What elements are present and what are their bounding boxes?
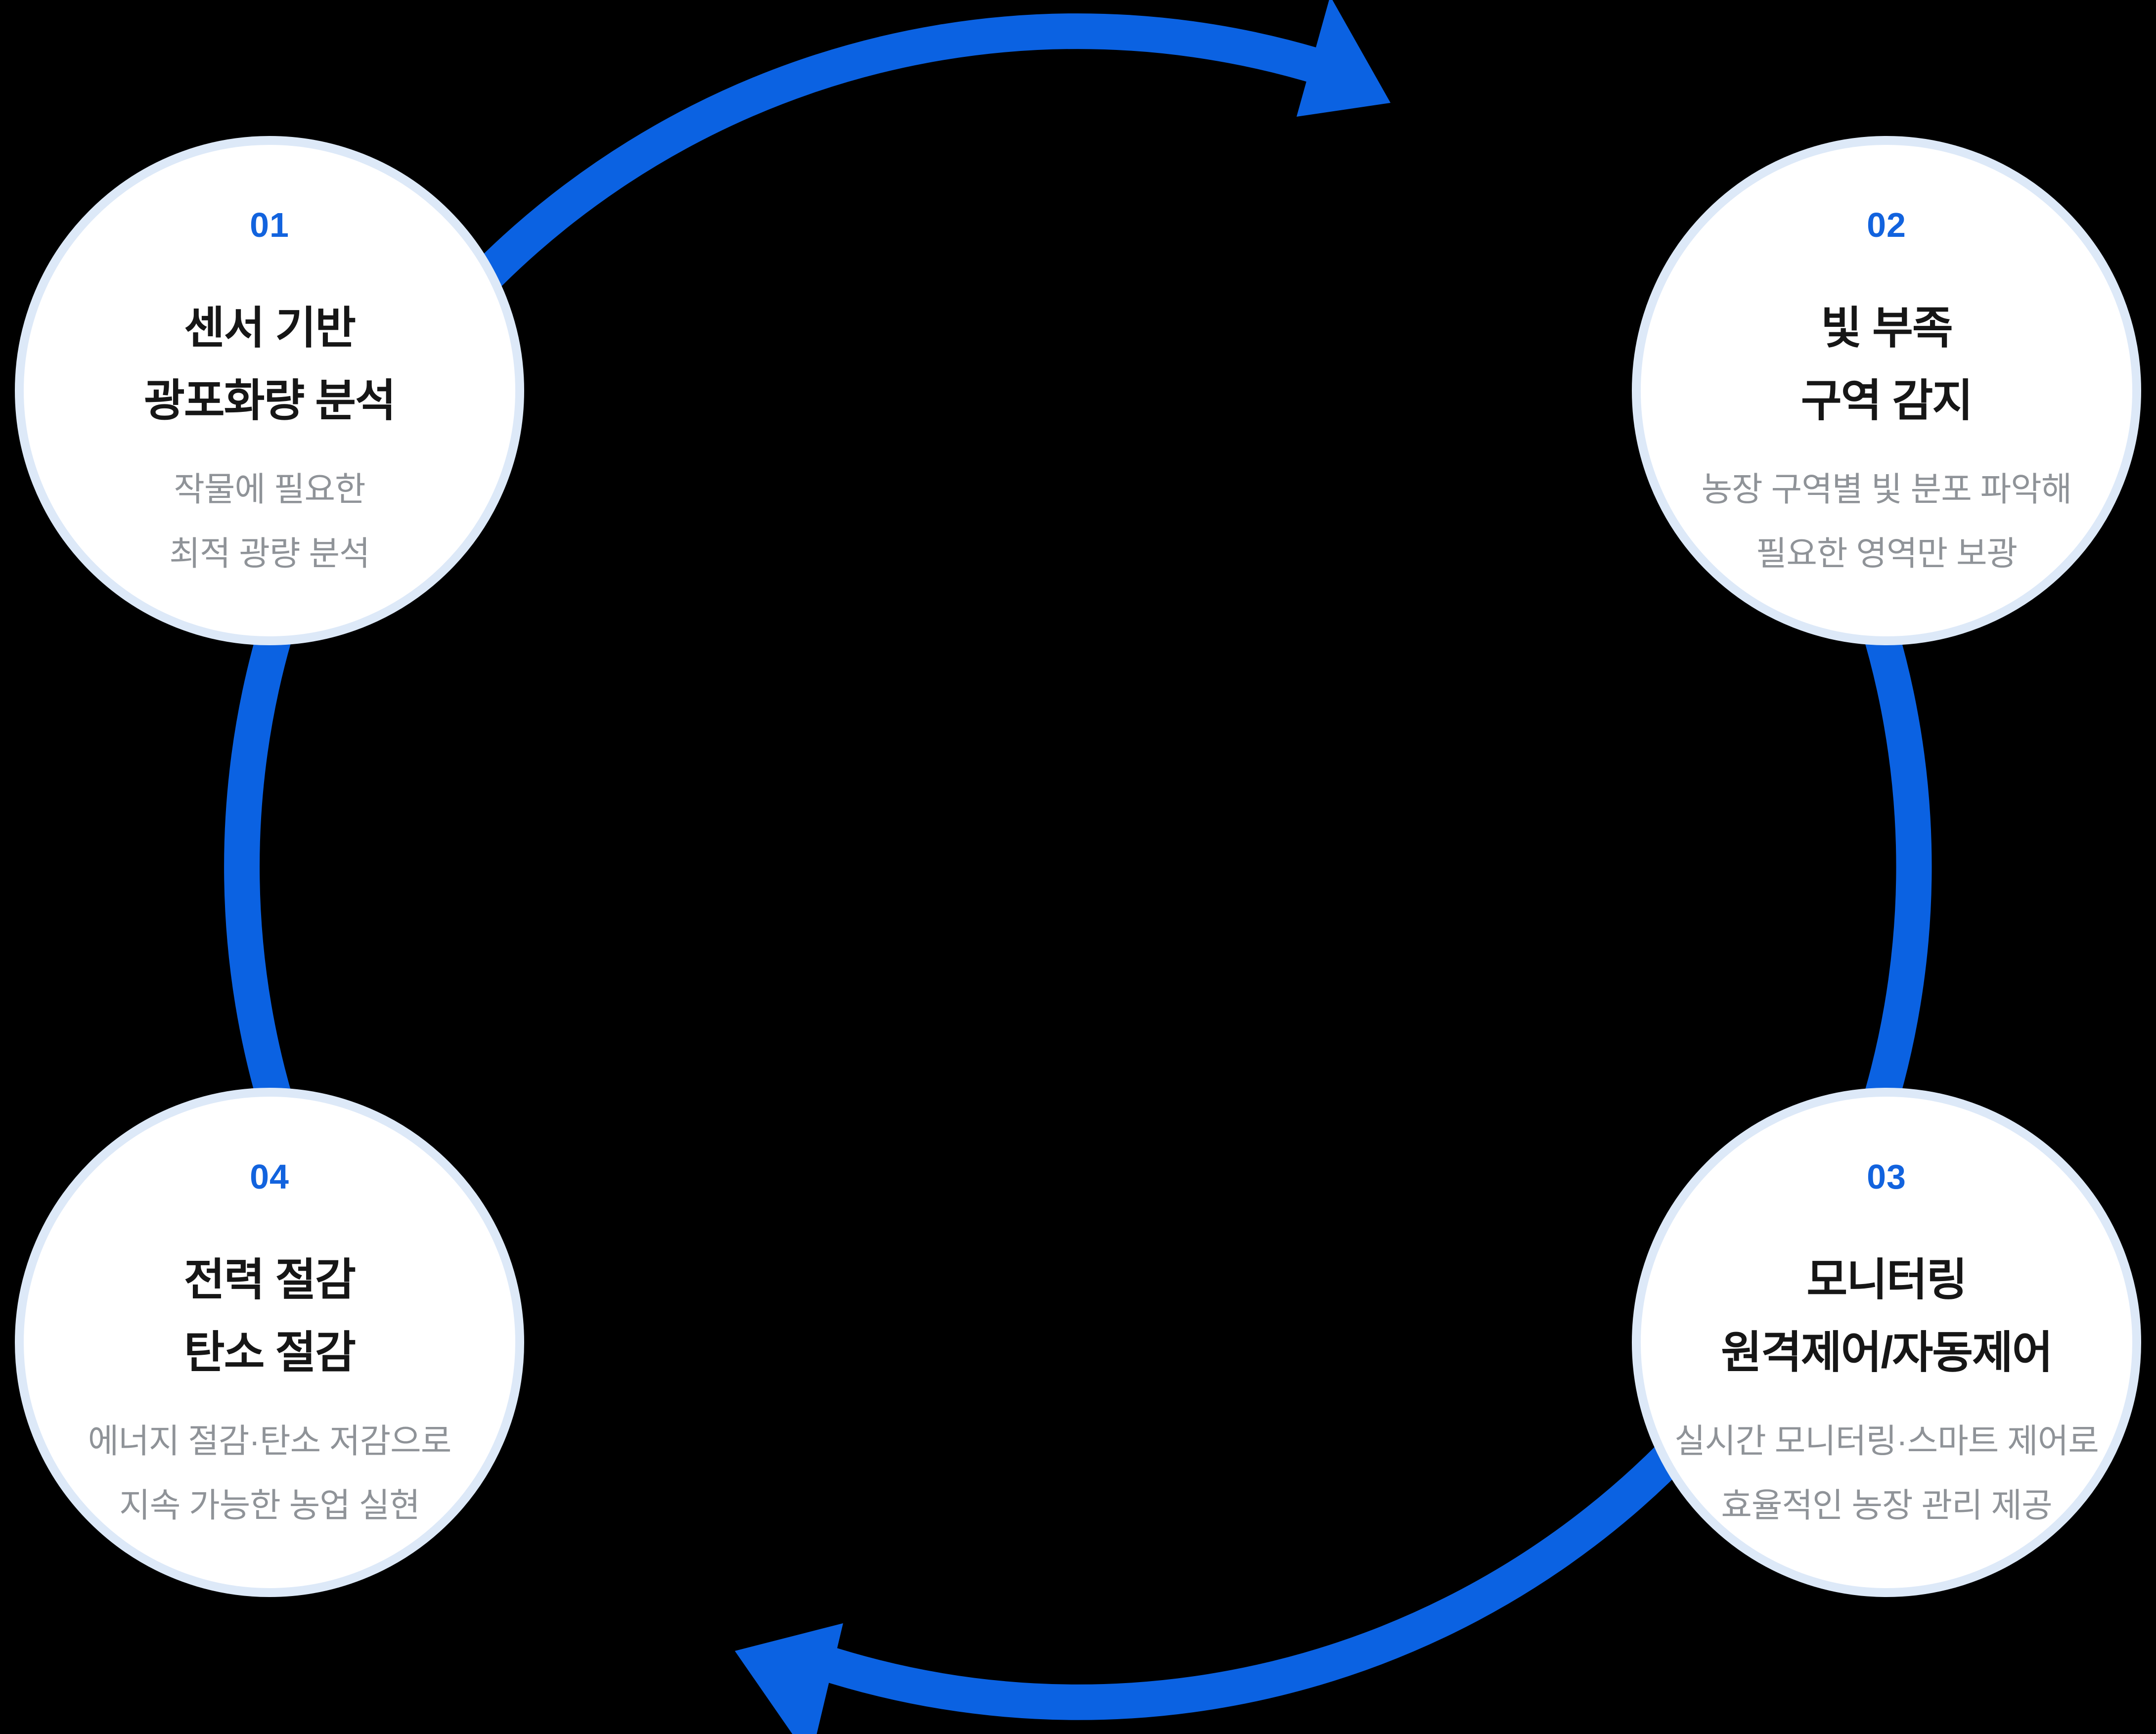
step-description: 작물에 필요한 최적 광량 분석 bbox=[24, 457, 515, 586]
step-title-line: 전력 절감 bbox=[183, 1255, 356, 1305]
step-desc-line: 필요한 영역만 보광 bbox=[1755, 535, 2018, 573]
arrow-head-top-icon bbox=[1297, 0, 1391, 117]
step-circle-03: 03 모니터링 원격제어/자동제어 실시간 모니터링·스마트 제어로 효율적인 … bbox=[1632, 1088, 2141, 1597]
step-title: 센서 기반 광포화량 분석 bbox=[24, 292, 515, 438]
step-circle-04: 04 전력 절감 탄소 절감 에너지 절감·탄소 저감으로 지속 가능한 농업 … bbox=[15, 1088, 524, 1597]
step-desc-line: 농장 구역별 빛 분포 파악해 bbox=[1701, 471, 2072, 508]
step-desc-line: 에너지 절감·탄소 저감으로 bbox=[88, 1423, 452, 1460]
arrow-head-bottom-icon bbox=[735, 1623, 843, 1734]
step-number: 01 bbox=[250, 206, 289, 244]
step-title-line: 광포화량 분석 bbox=[144, 376, 396, 426]
step-title-line: 원격제어/자동제어 bbox=[1721, 1328, 2053, 1378]
step-number: 02 bbox=[1867, 206, 1906, 244]
step-description: 농장 구역별 빛 분포 파악해 필요한 영역만 보광 bbox=[1641, 457, 2132, 586]
step-title: 모니터링 원격제어/자동제어 bbox=[1641, 1244, 2132, 1389]
step-number: 04 bbox=[250, 1157, 289, 1196]
step-title-line: 구역 감지 bbox=[1800, 376, 1973, 426]
step-title: 전력 절감 탄소 절감 bbox=[24, 1244, 515, 1389]
step-desc-line: 효율적인 농장 관리 제공 bbox=[1721, 1487, 2052, 1524]
step-description: 실시간 모니터링·스마트 제어로 효율적인 농장 관리 제공 bbox=[1641, 1409, 2132, 1538]
step-desc-line: 최적 광량 분석 bbox=[169, 535, 370, 573]
step-description: 에너지 절감·탄소 저감으로 지속 가능한 농업 실현 bbox=[24, 1409, 515, 1538]
step-title-line: 모니터링 bbox=[1806, 1255, 1967, 1305]
step-title: 빛 부족 구역 감지 bbox=[1641, 292, 2132, 438]
step-title-line: 센서 기반 bbox=[183, 304, 356, 353]
step-circle-01: 01 센서 기반 광포화량 분석 작물에 필요한 최적 광량 분석 bbox=[15, 136, 524, 645]
step-circle-02: 02 빛 부족 구역 감지 농장 구역별 빛 분포 파악해 필요한 영역만 보광 bbox=[1632, 136, 2141, 645]
step-desc-line: 실시간 모니터링·스마트 제어로 bbox=[1674, 1423, 2099, 1460]
step-title-line: 탄소 절감 bbox=[183, 1328, 356, 1378]
step-desc-line: 작물에 필요한 bbox=[174, 471, 365, 508]
step-title-line: 빛 부족 bbox=[1821, 304, 1953, 353]
step-desc-line: 지속 가능한 농업 실현 bbox=[119, 1487, 420, 1524]
step-number: 03 bbox=[1867, 1157, 1906, 1196]
